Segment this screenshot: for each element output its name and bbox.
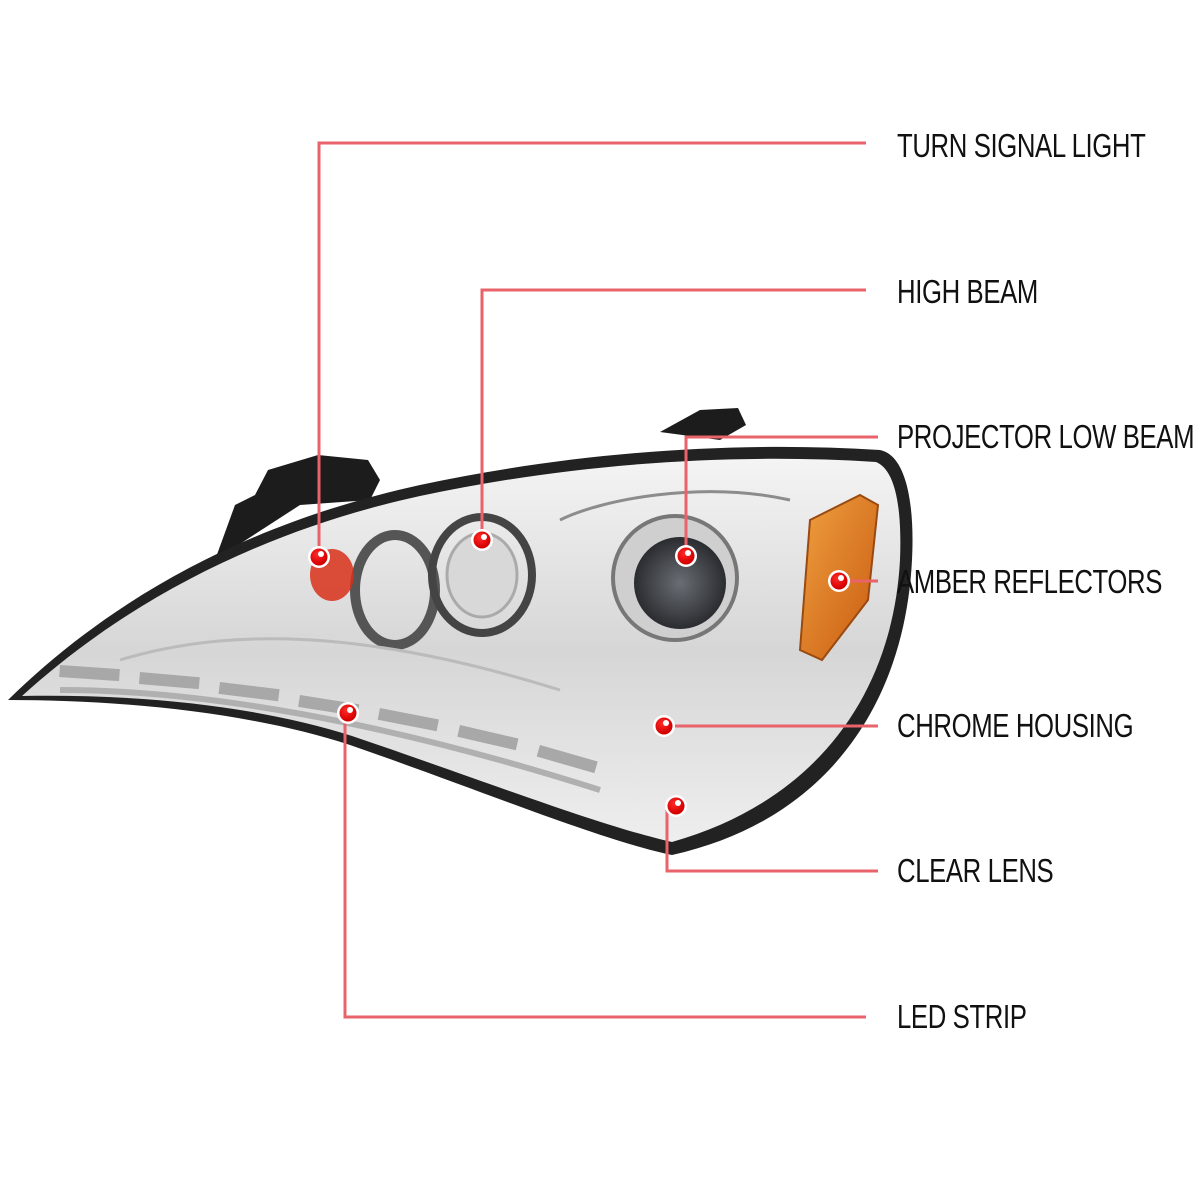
callout-lines: [317, 141, 878, 1019]
callout-dots: [308, 529, 850, 817]
led-strip: [59, 664, 598, 774]
label-turn-signal-light: TURN SIGNAL LIGHT: [897, 127, 1146, 164]
projector-lens: [611, 514, 739, 642]
label-high-beam: HIGH BEAM: [897, 273, 1038, 310]
label-projector-low-beam: PROJECTOR LOW BEAM: [897, 418, 1195, 455]
dot-high-beam: [471, 529, 493, 551]
dot-chrome-housing: [653, 715, 675, 737]
dot-turn-signal: [308, 546, 330, 568]
reflector-bowls: [59, 490, 791, 793]
dot-clear-lens: [665, 795, 687, 817]
mounting-brackets: [215, 408, 746, 560]
housing-outline: [8, 446, 913, 855]
label-amber-reflectors: AMBER REFLECTORS: [897, 563, 1163, 600]
label-chrome-housing: CHROME HOUSING: [897, 707, 1134, 744]
dot-projector-low-beam: [675, 545, 697, 567]
label-led-strip: LED STRIP: [897, 998, 1027, 1035]
dot-amber-reflectors: [828, 570, 850, 592]
label-clear-lens: CLEAR LENS: [897, 852, 1054, 889]
dot-led-strip: [337, 702, 359, 724]
